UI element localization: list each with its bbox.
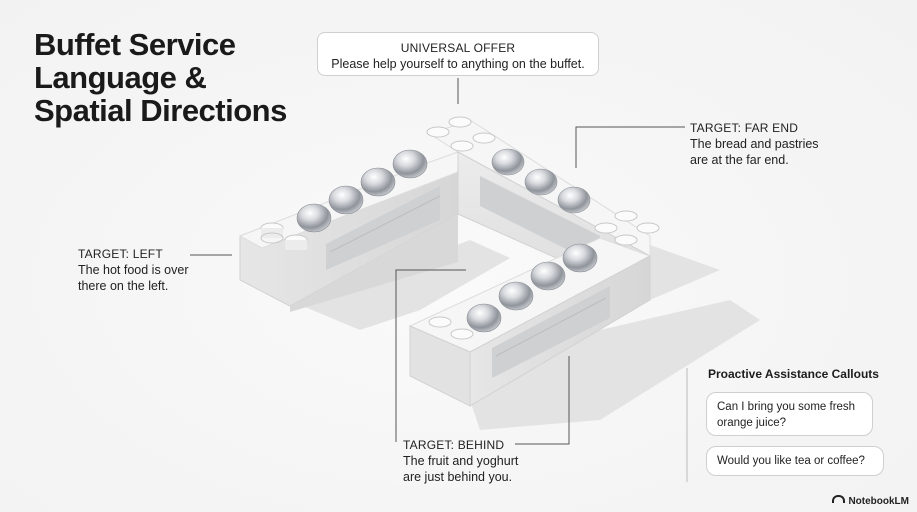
callout-far-end: TARGET: FAR END The bread and pastries a… bbox=[690, 120, 819, 168]
speech-bubble-juice: Can I bring you some fresh orange juice? bbox=[706, 392, 873, 436]
far-end-heading: TARGET: FAR END bbox=[690, 121, 799, 135]
universal-offer-heading: UNIVERSAL OFFER bbox=[400, 41, 516, 55]
behind-line-2: are just behind you. bbox=[403, 470, 513, 484]
chafing-domes bbox=[296, 148, 598, 333]
universal-offer-box: UNIVERSAL OFFER Please help yourself to … bbox=[317, 32, 599, 76]
plate-stacks bbox=[260, 116, 660, 340]
behind-line-1: The fruit and yoghurt bbox=[403, 454, 519, 468]
title-line-3: Spatial Directions bbox=[34, 93, 287, 128]
behind-heading: TARGET: BEHIND bbox=[403, 438, 505, 452]
title-line-1: Buffet Service bbox=[34, 27, 236, 62]
title-line-2: Language & bbox=[34, 60, 207, 95]
left-line-1: The hot food is over bbox=[78, 263, 189, 277]
brand-label: NotebookLM bbox=[848, 496, 909, 507]
bubble-tea-text: Would you like tea or coffee? bbox=[717, 455, 865, 467]
universal-offer-text: Please help yourself to anything on the … bbox=[331, 57, 585, 71]
assistance-title: Proactive Assistance Callouts bbox=[708, 367, 879, 381]
brand-watermark: NotebookLM bbox=[832, 495, 909, 507]
callout-left: TARGET: LEFT The hot food is over there … bbox=[78, 246, 188, 294]
bubble-juice-line-1: Can I bring you some fresh bbox=[717, 401, 856, 413]
leader-lines bbox=[190, 78, 688, 482]
callout-behind: TARGET: BEHIND The fruit and yoghurt are… bbox=[403, 437, 518, 485]
page-title: Buffet Service Language & Spatial Direct… bbox=[34, 28, 287, 127]
speech-bubble-tea: Would you like tea or coffee? bbox=[706, 446, 884, 476]
notebooklm-logo-icon bbox=[832, 495, 846, 503]
left-line-2: there on the left. bbox=[78, 279, 169, 293]
far-end-line-2: are at the far end. bbox=[690, 153, 789, 167]
left-heading: TARGET: LEFT bbox=[78, 247, 163, 261]
bubble-juice-line-2: orange juice? bbox=[717, 417, 787, 429]
far-end-line-1: The bread and pastries bbox=[690, 137, 819, 151]
